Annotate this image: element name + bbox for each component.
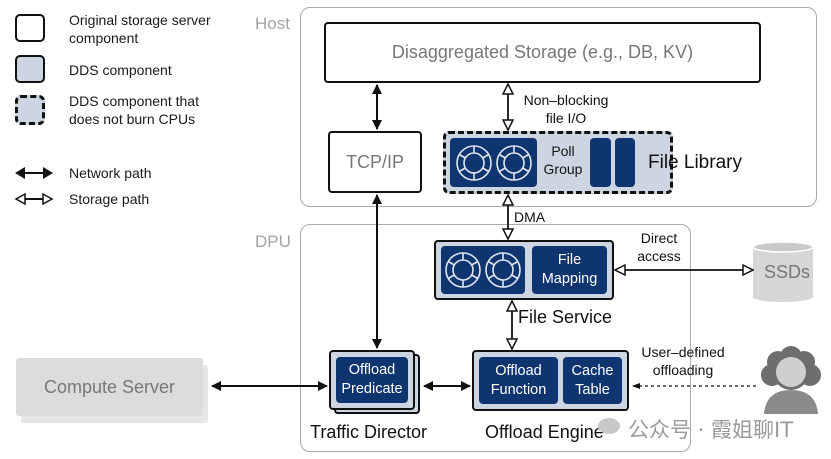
legend-label-dds-dashed: DDS component that does not burn CPUs xyxy=(69,93,199,127)
offload-predicate-panel: Offload Predicate xyxy=(336,357,408,403)
file-mapping-label: File Mapping xyxy=(541,252,598,287)
compute-server-box: Compute Server xyxy=(16,358,203,416)
legend-swatch-dds xyxy=(15,55,45,83)
file-library-queue-1 xyxy=(590,138,611,187)
dpu-region-label: DPU xyxy=(255,232,291,251)
legend-label-network: Network path xyxy=(69,165,152,181)
disaggregated-storage-box: Disaggregated Storage (e.g., DB, KV) xyxy=(324,22,761,83)
cache-table-label: Cache Table xyxy=(571,362,614,398)
legend: Original storage server component DDS co… xyxy=(0,0,250,220)
offload-function-label: Offload Function xyxy=(490,362,547,398)
traffic-director-label: Traffic Director xyxy=(310,422,428,442)
compute-server-label: Compute Server xyxy=(43,376,176,397)
legend-label-original: Original storage server component xyxy=(69,12,211,46)
ssds-cylinder-icon xyxy=(752,241,814,302)
user-defined-offloading-label: User–defined offloading xyxy=(641,344,725,378)
legend-swatch-dds-dashed xyxy=(15,95,45,125)
tcpip-label: TCP/IP xyxy=(345,151,404,172)
offload-engine-label: Offload Engine xyxy=(485,422,604,442)
host-region-label: Host xyxy=(255,14,290,33)
network-path-icon xyxy=(15,167,53,179)
user-avatar-icon xyxy=(761,346,821,414)
file-service-label: File Service xyxy=(518,307,613,327)
nonblocking-io-label: Non–blocking file I/O xyxy=(523,92,609,126)
dma-label: DMA xyxy=(514,209,546,225)
poll-group-rings-panel xyxy=(450,138,537,187)
file-library-queue-2 xyxy=(615,138,635,187)
cache-table-panel: Cache Table xyxy=(563,357,622,404)
poll-group-label: Poll Group xyxy=(543,143,583,177)
file-service-rings-icon xyxy=(445,252,521,288)
offload-predicate-label: Offload Predicate xyxy=(341,362,403,397)
watermark-text: 公众号 · 霞姐聊IT xyxy=(628,418,794,442)
watermark-icon xyxy=(598,418,620,434)
legend-label-storage: Storage path xyxy=(69,191,150,207)
file-library-label: File Library xyxy=(648,152,742,173)
storage-path-icon xyxy=(14,192,54,206)
tcpip-box: TCP/IP xyxy=(328,131,422,193)
offload-function-panel: Offload Function xyxy=(479,357,558,404)
direct-access-label: Direct access xyxy=(637,230,681,264)
ssds-label: SSDs xyxy=(764,262,811,282)
file-service-rings-panel xyxy=(441,246,525,294)
disaggregated-storage-label: Disaggregated Storage (e.g., DB, KV) xyxy=(391,42,694,62)
legend-label-dds: DDS component xyxy=(69,62,172,78)
poll-rings-icon xyxy=(455,144,532,181)
file-mapping-panel: File Mapping xyxy=(532,246,607,294)
legend-swatch-original xyxy=(15,14,45,42)
